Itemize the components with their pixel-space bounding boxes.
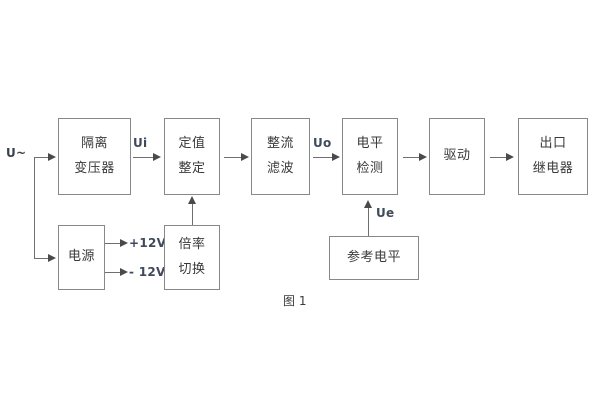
arrow-drive-to-output-relay (506, 152, 514, 161)
line-setting-to-rectify (224, 157, 243, 158)
block-setting-value: 定值 整定 (164, 118, 220, 195)
input-bus-top-line (34, 157, 50, 158)
block-output-relay-line-1: 出口 (539, 135, 567, 151)
line-drive-to-output-relay (490, 157, 508, 158)
block-level-detect: 电平 检测 (342, 118, 398, 195)
input-bus-vertical-line (34, 157, 35, 258)
arrow-input-to-isolation-transformer (48, 152, 56, 161)
block-reference-level: 参考电平 (329, 236, 419, 280)
block-isolation-transformer-line-2: 变压器 (74, 160, 115, 176)
arrow-multiplier-to-setting (187, 196, 196, 204)
arrow-rail-positive (120, 238, 128, 247)
arrow-rail-negative (120, 267, 128, 276)
block-isolation-transformer: 隔离 变压器 (58, 118, 131, 195)
line-isolation-to-setting (133, 157, 155, 158)
arrow-setting-to-rectify (241, 152, 249, 161)
block-output-relay: 出口 继电器 (518, 118, 588, 195)
arrow-reference-to-level-detect (363, 200, 372, 208)
line-level-detect-to-drive (403, 157, 421, 158)
block-power-supply: 电源 (58, 225, 105, 290)
block-reference-level-line-1: 参考电平 (346, 249, 401, 265)
block-multiplier-switch: 倍率 切换 (164, 225, 220, 290)
block-level-detect-line-2: 检测 (356, 160, 384, 176)
signal-label-ui: Ui (133, 136, 148, 150)
block-output-relay-line-2: 继电器 (532, 160, 574, 176)
block-rectify-filter-line-2: 滤波 (266, 160, 294, 176)
arrow-isolation-to-setting (153, 152, 161, 161)
block-multiplier-switch-line-1: 倍率 (178, 236, 206, 252)
block-multiplier-switch-line-2: 切换 (178, 261, 206, 277)
figure-caption: 图 1 (283, 294, 307, 308)
arrow-level-detect-to-drive (419, 152, 427, 161)
block-rectify-filter-line-1: 整流 (266, 135, 294, 151)
block-power-supply-line-1: 电源 (67, 249, 95, 265)
arrow-input-to-power-supply (48, 253, 56, 262)
block-isolation-transformer-line-1: 隔离 (80, 135, 108, 151)
block-level-detect-line-1: 电平 (356, 135, 384, 151)
line-rectify-to-level-detect (313, 157, 334, 158)
signal-label-uo: Uo (313, 136, 332, 150)
line-reference-to-level-detect (368, 207, 369, 236)
block-drive: 驱动 (429, 118, 485, 195)
block-setting-value-line-2: 整定 (178, 160, 206, 176)
signal-label-ue: Ue (376, 206, 395, 220)
input-bus-bottom-line (34, 258, 50, 259)
arrow-rectify-to-level-detect (332, 152, 340, 161)
line-multiplier-to-setting (192, 203, 193, 225)
block-setting-value-line-1: 定值 (178, 135, 206, 151)
signal-label-input: U~ (6, 146, 27, 160)
signal-label-rail-negative: - 12V (129, 265, 166, 279)
signal-label-rail-positive: +12V (129, 236, 167, 250)
block-drive-line-1: 驱动 (443, 148, 471, 164)
rail-negative-line (105, 272, 122, 273)
rail-positive-line (105, 243, 122, 244)
block-rectify-filter: 整流 滤波 (251, 118, 310, 195)
